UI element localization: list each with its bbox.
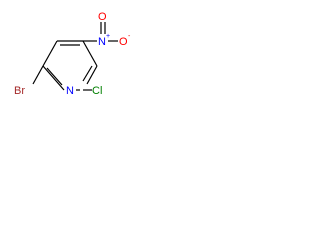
oxygen-minus-charge: - bbox=[128, 33, 131, 40]
oxygen-top-label: O bbox=[98, 11, 107, 23]
bond-n1-c6 bbox=[42, 65, 65, 91]
oxygen-right-label: O bbox=[119, 36, 128, 48]
bond-c4-c3 bbox=[82, 40, 98, 67]
molecule-canvas: Br N Cl N + O O - bbox=[0, 0, 156, 109]
bond-n1-c6-double bbox=[46, 67, 63, 86]
bond-c3-c2-double bbox=[82, 65, 93, 82]
chlorine-label: Cl bbox=[92, 85, 102, 97]
nitro-nitrogen-label: N bbox=[98, 36, 106, 48]
bond-c3-c2 bbox=[86, 65, 98, 85]
bonds bbox=[32, 22, 118, 91]
bond-c6-br bbox=[32, 65, 44, 85]
nitro-plus-charge: + bbox=[106, 33, 110, 40]
molecule-structure: Br N Cl N + O O - bbox=[14, 11, 131, 97]
bond-c6-c5 bbox=[42, 40, 58, 67]
ring-nitrogen-label: N bbox=[66, 85, 74, 97]
bromine-label: Br bbox=[14, 85, 25, 97]
